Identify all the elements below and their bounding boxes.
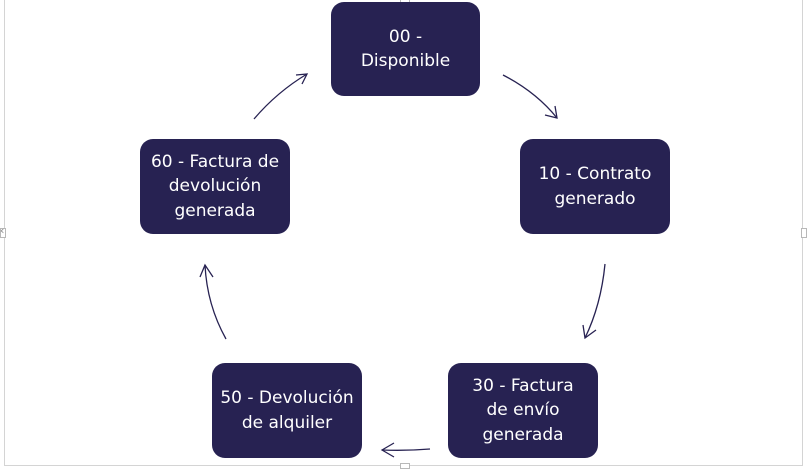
resize-handle-bottom[interactable]: [400, 463, 410, 469]
node-60-factura-devolucion-generada: 60 - Factura de devolución generada: [140, 139, 290, 234]
edge-10-to-30: [582, 263, 606, 340]
edge-30-to-50: [380, 442, 431, 458]
node-50-devolucion-alquiler: 50 - Devolución de alquiler: [212, 363, 362, 458]
resize-handle-left[interactable]: [0, 224, 6, 238]
node-label: 30 - Factura de envío generada: [472, 375, 574, 445]
edge-60-to-00: [253, 73, 309, 120]
node-30-factura-envio-generada: 30 - Factura de envío generada: [448, 363, 598, 458]
node-label: 00 - Disponible: [360, 26, 451, 72]
edge-00-to-10: [502, 74, 558, 119]
edge-50-to-60: [199, 263, 227, 340]
node-label: 50 - Devolución de alquiler: [220, 388, 354, 433]
node-10-contrato-generado: 10 - Contrato generado: [520, 139, 670, 234]
node-00-disponible: 00 - Disponible: [331, 2, 480, 96]
node-label: 60 - Factura de devolución generada: [150, 151, 280, 221]
node-label: 10 - Contrato generado: [538, 164, 652, 209]
